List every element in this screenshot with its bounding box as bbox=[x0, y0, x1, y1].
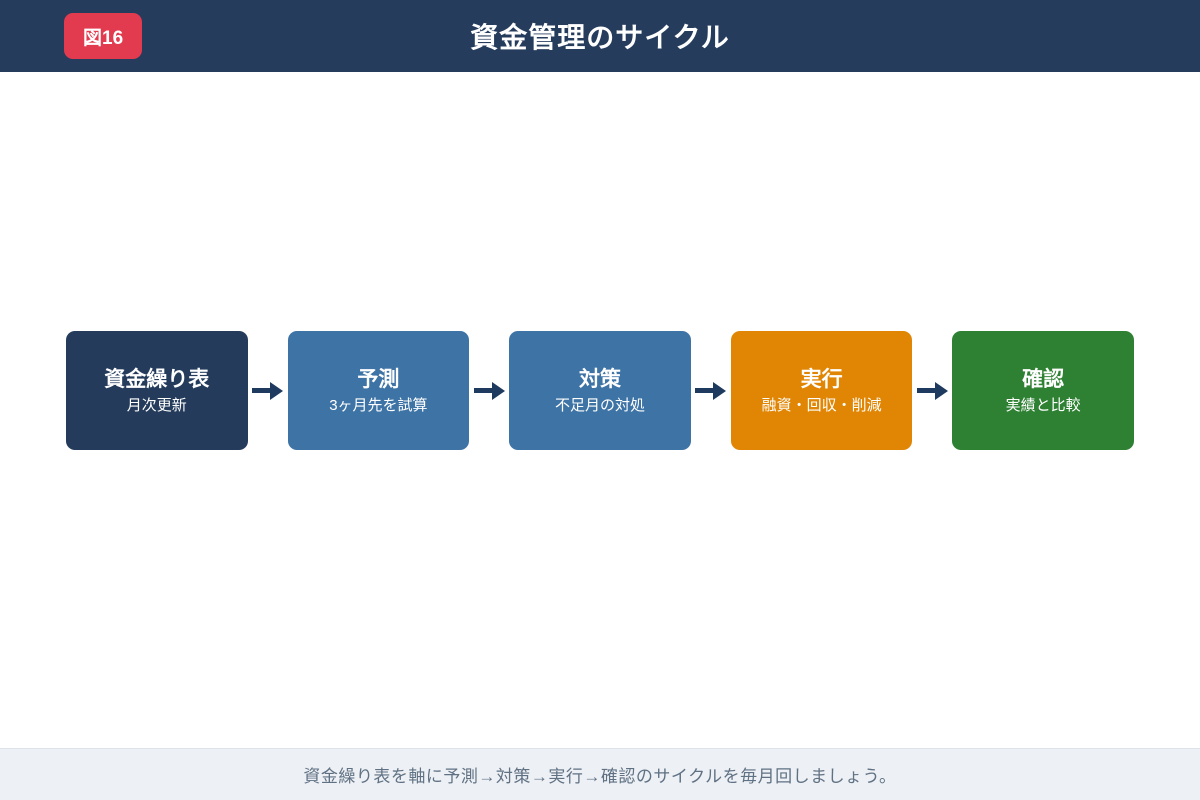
arrow-shaft bbox=[252, 388, 271, 393]
right-arrow-icon bbox=[469, 381, 509, 400]
arrow-head bbox=[713, 381, 727, 400]
step-title: 資金繰り表 bbox=[104, 367, 210, 391]
arrow-shaft bbox=[695, 388, 714, 393]
flow-step-confirm: 確認 実績と比較 bbox=[952, 331, 1134, 450]
step-title: 実行 bbox=[800, 367, 843, 391]
arrow-shaft bbox=[916, 388, 935, 393]
step-subtitle: 3ヶ月先を試算 bbox=[329, 396, 428, 414]
right-arrow-icon bbox=[691, 381, 731, 400]
step-subtitle: 月次更新 bbox=[126, 396, 187, 414]
step-title: 予測 bbox=[357, 367, 400, 391]
arrow-head bbox=[934, 381, 948, 400]
step-title: 確認 bbox=[1022, 367, 1065, 391]
page-title: 資金管理のサイクル bbox=[470, 22, 730, 53]
step-title: 対策 bbox=[578, 367, 621, 391]
figure-number-badge: 図16 bbox=[64, 13, 143, 59]
flow-step-cashflow-table: 資金繰り表 月次更新 bbox=[66, 331, 248, 450]
step-subtitle: 融資・回収・削減 bbox=[761, 396, 882, 414]
right-arrow-icon bbox=[248, 381, 288, 400]
arrow-shaft bbox=[473, 388, 492, 393]
flow-step-forecast: 予測 3ヶ月先を試算 bbox=[287, 331, 470, 450]
right-arrow-icon bbox=[912, 381, 952, 400]
footer-note: 資金繰り表を軸に予測→対策→実行→確認のサイクルを毎月回しましょう。 bbox=[303, 767, 897, 786]
arrow-head bbox=[270, 381, 284, 400]
process-flow-diagram: 資金繰り表 月次更新 予測 3ヶ月先を試算 対策 不足月の対処 実行 融資・回収… bbox=[66, 331, 1134, 450]
flow-step-execute: 実行 融資・回収・削減 bbox=[730, 331, 913, 450]
arrow-head bbox=[491, 381, 505, 400]
step-subtitle: 不足月の対処 bbox=[554, 396, 645, 414]
step-subtitle: 実績と比較 bbox=[1005, 396, 1081, 414]
footer-note-bar: 資金繰り表を軸に予測→対策→実行→確認のサイクルを毎月回しましょう。 bbox=[0, 748, 1200, 800]
title-bar: 図16 資金管理のサイクル bbox=[0, 0, 1200, 72]
flow-step-countermeasure: 対策 不足月の対処 bbox=[509, 331, 691, 450]
